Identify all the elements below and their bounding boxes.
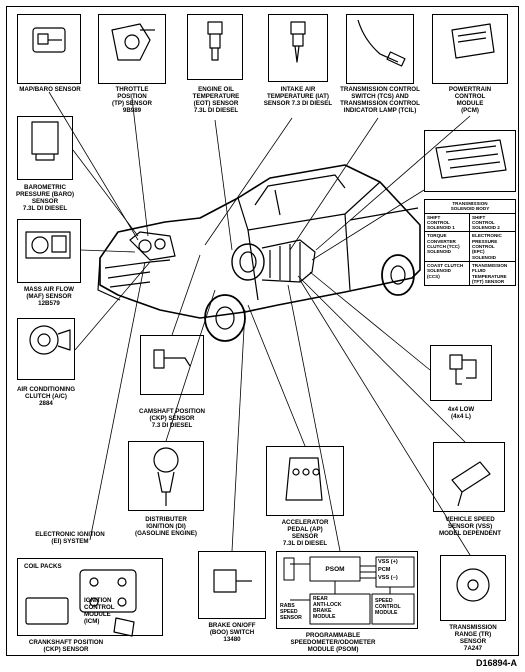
tcs-box [346, 14, 414, 84]
tr-box [440, 555, 506, 621]
leader-lines [48, 91, 471, 556]
eot-label: ENGINE OIL TEMPERATURE (EOT) SENSOR 7.3L… [192, 86, 240, 114]
ckp-cam-box [140, 335, 204, 395]
solenoid-cell: ELECTRONIC PRESSURE CONTROL (EPC) SOLENO… [472, 233, 502, 260]
ap-sensor-icon [285, 457, 323, 501]
ei-label: ELECTRONIC IGNITION (EI) SYSTEM [35, 531, 105, 545]
solenoid-cell: SHIFT CONTROL SOLENOID 2 [472, 214, 500, 231]
solenoid-cell: SHIFT CONTROL SOLENOID 1 [425, 213, 470, 232]
iat-label: INTAKE AIR TEMPERATURE (IAT) SENSOR 7.3 … [263, 86, 333, 107]
map-baro-box [17, 14, 81, 84]
figure-frame [6, 6, 519, 656]
pcm-module-icon [451, 23, 495, 59]
psom-rear-abs-label: REAR ANTI-LOCK BRAKE MODULE [313, 596, 342, 620]
solenoid-table-title: TRANSMISSION SOLENOID BODY [425, 200, 515, 214]
x4-low-switch-icon [449, 354, 477, 385]
coil-packs-label: COIL PACKS [24, 563, 62, 570]
tp-sensor-icon [111, 23, 155, 61]
solenoid-cell: COAST CLUTCH SOLENOID (CCS) [425, 261, 470, 286]
transmission-body-icon [435, 139, 507, 179]
solenoid-table-row: TORQUE CONVERTER CLUTCH (TCC) SOLENOID E… [425, 232, 515, 262]
di-label: DISTRIBUTER IGNITION (DI) (GASOLINE ENGI… [135, 516, 197, 537]
boo-box [198, 551, 266, 619]
vss-sensor-icon [451, 461, 491, 507]
ckp-crank-label: CRANKSHAFT POSITION (CKP) SENSOR [28, 639, 104, 653]
vss-label: VEHICLE SPEED SENSOR (VSS) MODEL DEPENDE… [438, 516, 502, 537]
psom-label: PROGRAMMABLE SPEEDOMETER/ODOMETER MODULE… [290, 632, 376, 653]
tcs-label: TRANSMISSION CONTROL SWITCH (TCS) AND TR… [340, 86, 420, 114]
psom-vss-minus: VSS (−) [378, 575, 398, 581]
psom-speed-control-label: SPEED CONTROL MODULE [375, 598, 401, 616]
psom-pcm: PCM [378, 567, 391, 573]
coil-packs-icon [79, 569, 137, 613]
ac-label: AIR CONDITIONING CLUTCH (A/C) 2884 [16, 386, 76, 407]
boo-switch-icon [213, 569, 252, 593]
tcs-switch-icon [357, 19, 406, 67]
ap-label: ACCELERATOR PEDAL (AP) SENSOR 7.3L DI DI… [281, 519, 329, 547]
figure-id: D16894-A [475, 658, 517, 668]
di-box [128, 441, 204, 511]
icm-label: IGNITION CONTROL MODULE (ICM) [84, 597, 115, 625]
ckp-cam-label: CAMSHAFT POSITION (CKP) SENSOR 7.3 DI DI… [139, 408, 205, 429]
camshaft-sensor-icon [153, 349, 191, 369]
maf-box [17, 219, 81, 283]
ei-box [17, 558, 163, 636]
solenoid-cell: TORQUE CONVERTER CLUTCH (TCC) SOLENOID [425, 232, 470, 261]
psom-box-label: PSOM [325, 566, 345, 573]
maf-sensor-icon [25, 231, 71, 259]
crankshaft-sensor-icon [113, 617, 135, 637]
baro-box [17, 116, 73, 180]
eot-sensor-icon [207, 21, 223, 61]
icm-icon [25, 597, 69, 625]
maf-label: MASS AIR FLOW (MAF) SENSOR 12B579 [24, 286, 74, 307]
x4-low-label: 4x4 LOW (4x4 L) [447, 406, 475, 420]
psom-wiring [283, 556, 415, 625]
baro-label: BAROMETRIC PRESSURE (BARO) SENSOR 7.3L D… [15, 184, 75, 212]
eot-box [187, 14, 243, 80]
map-baro-label: MAP/BARO SENSOR [19, 86, 81, 93]
boo-label: BRAKE ON/OFF (BOO) SWITCH 13480 [208, 622, 256, 643]
solenoid-table-row: COAST CLUTCH SOLENOID (CCS) TRANSMISSION… [425, 261, 515, 286]
distributor-icon [153, 447, 179, 506]
tp-label: THROTTLE POSITION (TP) SENSOR 9B989 [112, 86, 152, 114]
psom-rabs-label: RABS SPEED SENSOR [280, 603, 302, 621]
solenoid-table: TRANSMISSION SOLENOID BODY SHIFT CONTROL… [424, 199, 516, 287]
iat-sensor-icon [290, 21, 306, 63]
tr-label: TRANSMISSION RANGE (TR) SENSOR 7A247 [449, 624, 497, 652]
iat-box [268, 14, 328, 82]
psom-vss-plus: VSS (+) [378, 559, 398, 565]
solenoid-table-row: SHIFT CONTROL SOLENOID 1 SHIFT CONTROL S… [425, 213, 515, 233]
x4-low-box [430, 345, 492, 401]
pcm-label: POWERTRAIN CONTROL MODULE (PCM) [448, 86, 492, 114]
pcm-box [432, 14, 508, 84]
pickup-truck-illustration [97, 164, 421, 342]
baro-sensor-icon [31, 121, 59, 161]
vss-box [433, 442, 505, 512]
map-baro-sensor-icon [32, 27, 66, 53]
solenoid-cell: TRANSMISSION FLUID TEMPERATURE (TFT) SEN… [472, 262, 508, 284]
ac-clutch-icon [29, 325, 71, 355]
tr-sensor-icon [456, 568, 490, 602]
